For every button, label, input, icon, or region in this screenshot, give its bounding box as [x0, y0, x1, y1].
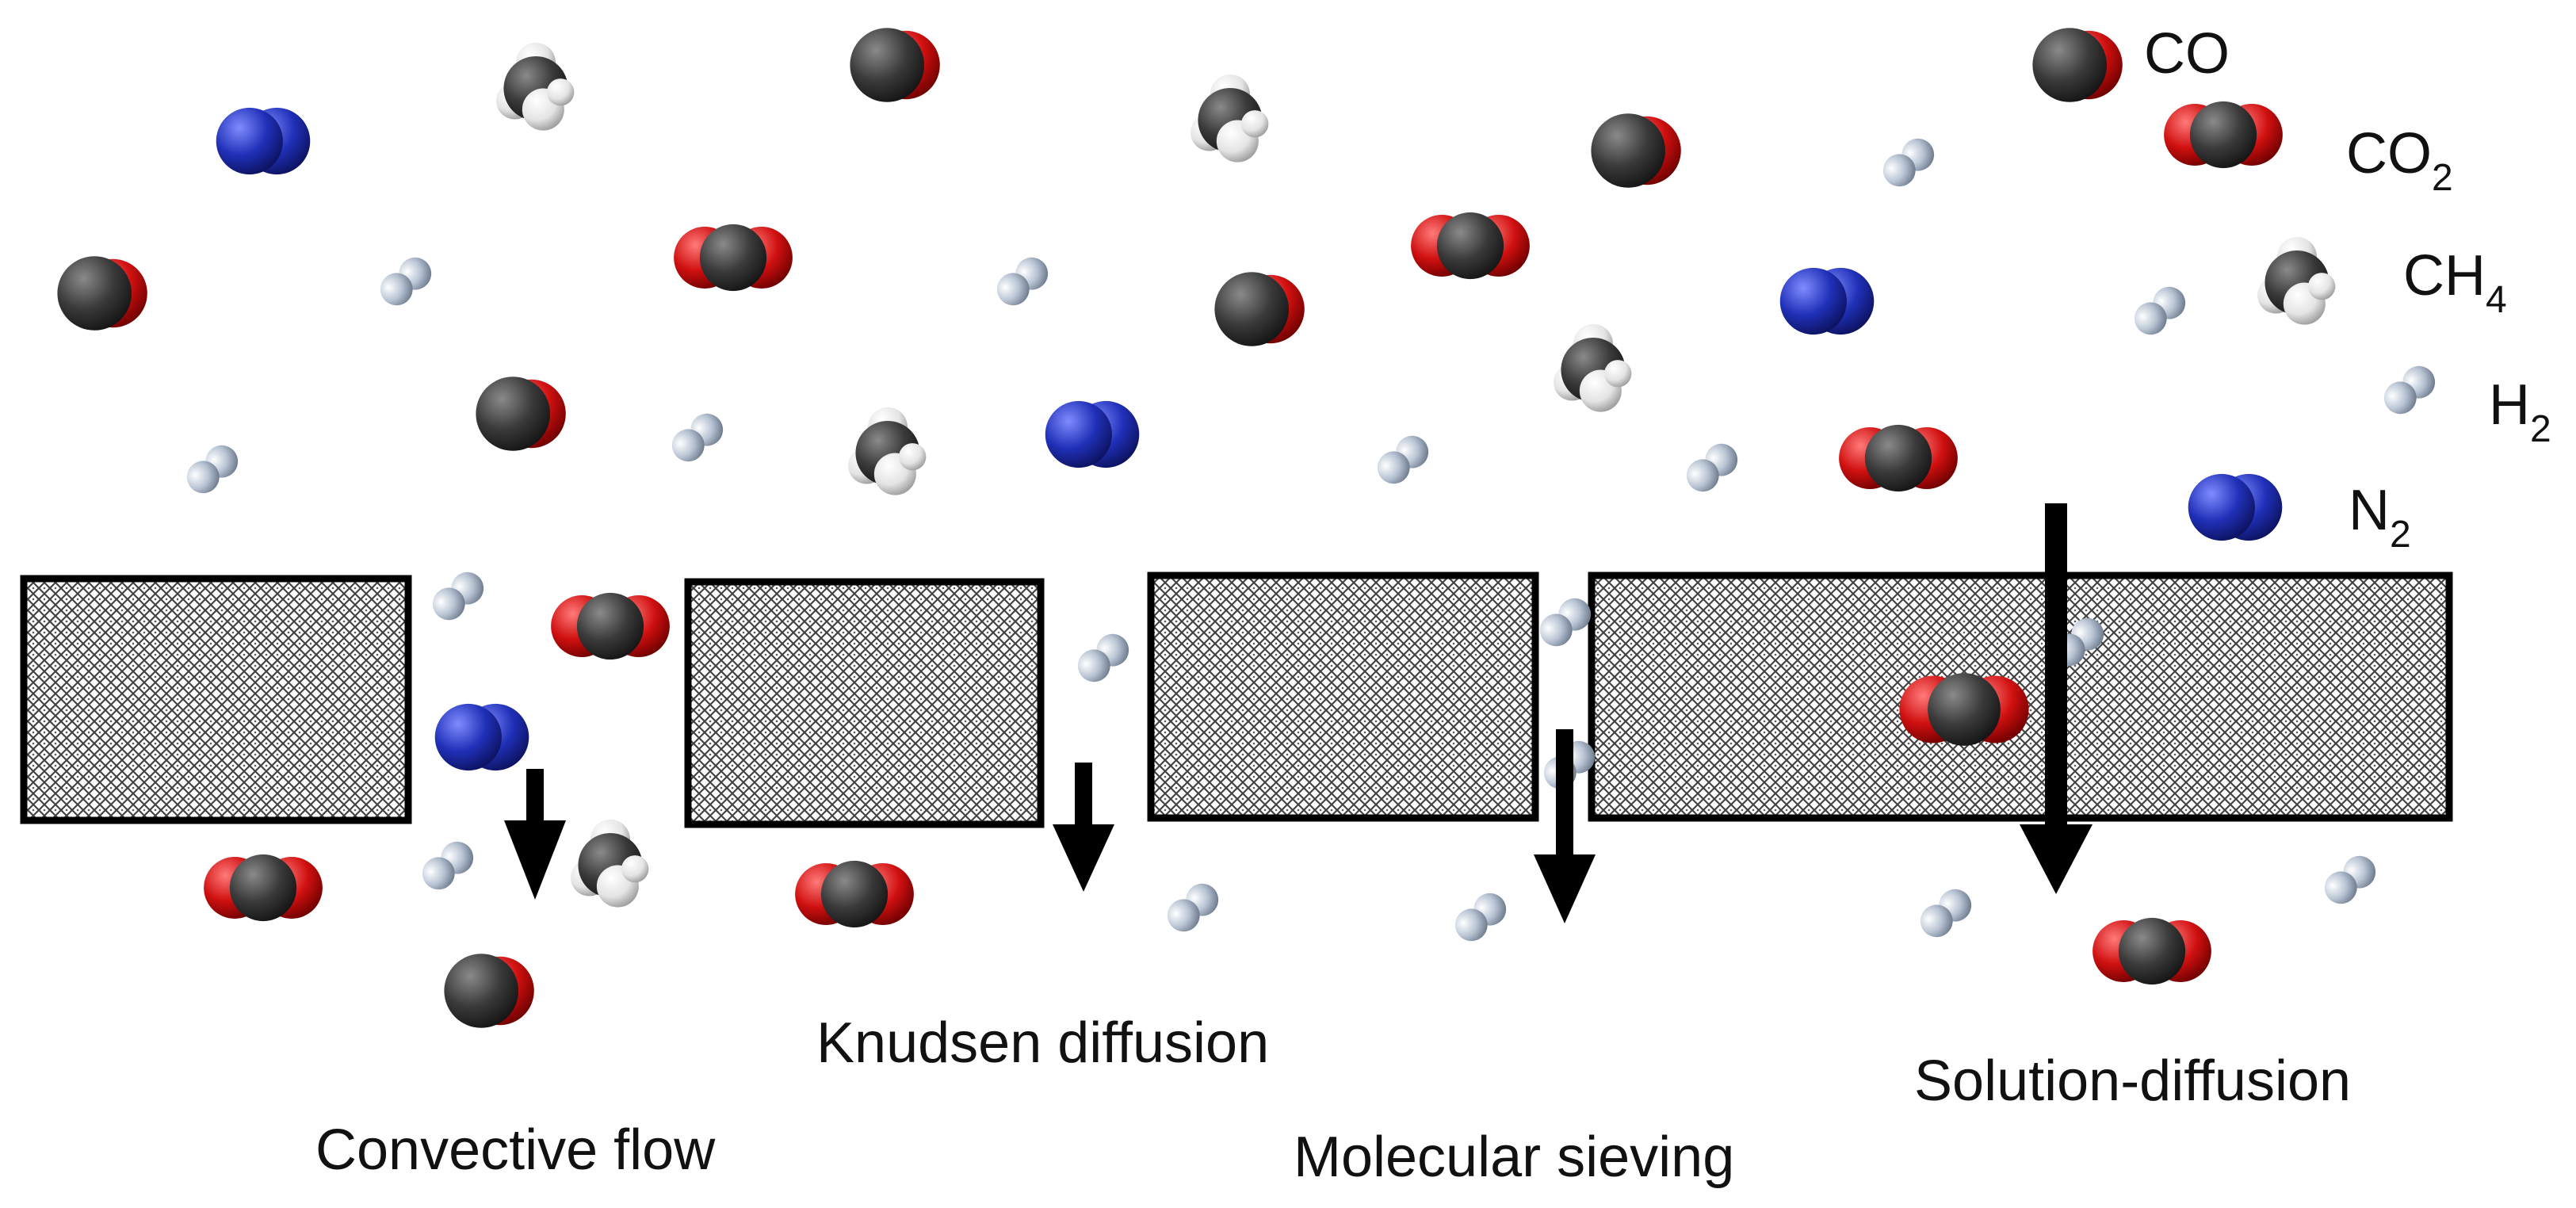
solution-diffusion-arrow: [2020, 503, 2093, 894]
ch4-molecule: [571, 819, 649, 908]
h2-molecule: [2134, 286, 2186, 335]
h2-molecule: [1920, 889, 1972, 938]
label-knudsen-diffusion: Knudsen diffusion: [816, 1011, 1269, 1075]
legend-label-ch4: CH4: [2403, 244, 2507, 321]
h2-molecule: [1077, 633, 1129, 682]
ch4-molecule: [496, 42, 575, 131]
co-molecule: [850, 28, 940, 102]
membrane-block-1: [20, 575, 412, 824]
co-molecule: [444, 954, 534, 1028]
h2-molecule: [1377, 435, 1429, 484]
h2-molecule: [1454, 893, 1507, 942]
h2-molecule: [422, 841, 474, 890]
ch4-molecule: [848, 407, 927, 495]
co2-molecule: [1411, 212, 1530, 280]
h2-molecule: [1686, 443, 1738, 492]
gas-molecules: [57, 28, 2436, 1028]
legend-label-h2: H2: [2489, 373, 2551, 450]
h2-molecule: [1167, 883, 1219, 932]
co2-molecule: [2093, 917, 2211, 985]
co2-molecule: [674, 224, 793, 292]
n2-molecule: [216, 107, 311, 175]
h2-molecule: [1882, 138, 1935, 187]
membrane-block-2: [684, 578, 1045, 828]
ch4-molecule: [1191, 74, 1269, 162]
convective-arrow: [504, 769, 566, 900]
h2-molecule: [2383, 365, 2436, 415]
ch4-molecule: [1554, 323, 1632, 412]
h2-molecule: [996, 257, 1049, 306]
h2-molecule: [380, 257, 432, 306]
co-molecule: [476, 377, 566, 451]
n2-molecule: [1779, 267, 1875, 335]
co2-molecule: [204, 854, 323, 922]
legend-label-co2: CO2: [2346, 122, 2453, 199]
co-molecule: [57, 256, 147, 331]
label-molecular-sieving: Molecular sieving: [1294, 1126, 1734, 1189]
co-molecule: [1591, 113, 1681, 188]
ch4-molecule: [2257, 236, 2336, 325]
h2-molecule: [432, 572, 484, 621]
flow-arrows: [504, 503, 2093, 923]
n2-molecule: [434, 703, 529, 771]
membrane-block-3: [1147, 572, 1539, 822]
knudsen-arrow: [1053, 763, 1114, 892]
co2-molecule: [2164, 101, 2283, 169]
n2-molecule: [2188, 473, 2283, 541]
h2-molecule: [2324, 855, 2376, 904]
mechanism-labels: Convective flow Knudsen diffusion Molecu…: [315, 1011, 2351, 1189]
co2-molecule: [1839, 424, 1958, 492]
co2-molecule: [795, 860, 914, 928]
co2-molecule: [551, 592, 670, 660]
h2-molecule: [671, 413, 724, 462]
sieving-arrow: [1534, 729, 1596, 923]
label-convective-flow: Convective flow: [315, 1118, 716, 1182]
n2-molecule: [1045, 400, 1140, 468]
h2-molecule: [1539, 598, 1592, 647]
label-solution-diffusion: Solution-diffusion: [1914, 1049, 2351, 1113]
legend-label-n2: N2: [2349, 479, 2411, 556]
co-molecule: [1214, 272, 1305, 346]
legend-label-co: CO: [2144, 22, 2230, 86]
membrane: [20, 572, 2453, 828]
co2-molecule: [1899, 673, 2029, 746]
co-molecule: [2032, 28, 2123, 102]
h2-molecule: [186, 445, 239, 494]
legend: CO CO2 CH4 H2 N2: [2144, 22, 2551, 556]
